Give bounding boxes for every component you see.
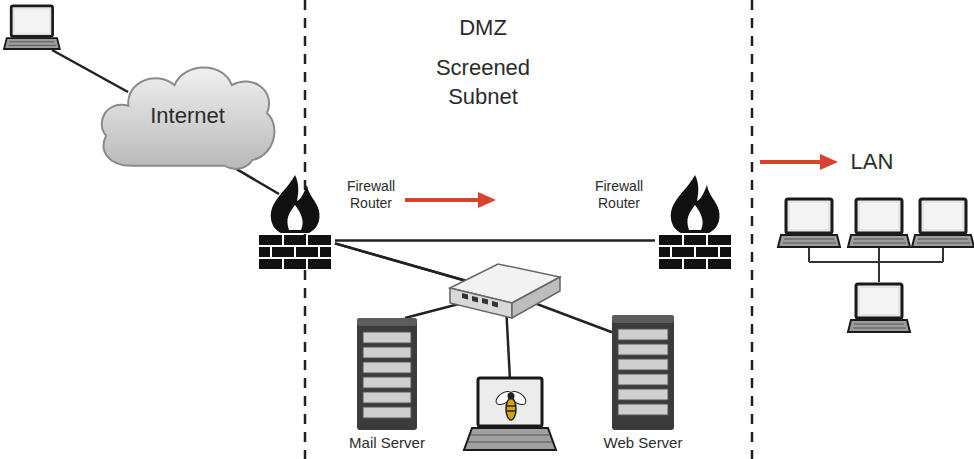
- device-label: Firewall Router: [587, 178, 651, 212]
- device-label: Web Server: [604, 434, 683, 452]
- honeypot-laptop: [464, 378, 556, 450]
- network-switch: [450, 264, 560, 318]
- flow-arrow: [405, 192, 496, 208]
- server-icon: [357, 318, 417, 430]
- cloud-label: Internet: [150, 103, 225, 129]
- zone-subtitle: Screened Subnet: [398, 54, 568, 111]
- zone-title: LAN: [842, 148, 902, 177]
- zone-title: DMZ: [403, 14, 563, 43]
- network-link: [335, 243, 612, 332]
- zone-divider: [751, 0, 754, 459]
- firewall-icon: [659, 175, 731, 269]
- network-link: [335, 239, 655, 242]
- text-holder: Internet: [95, 55, 280, 177]
- lan-computer: [848, 199, 910, 247]
- firewall-icon: [259, 175, 331, 269]
- device-label: Mail Server: [349, 434, 425, 452]
- firewall-node: Firewall Router: [655, 175, 735, 270]
- flow-arrow: [760, 154, 838, 170]
- cloud-node: Internet: [95, 55, 280, 177]
- network-link: [52, 50, 128, 92]
- lan-computer: [848, 284, 910, 332]
- lan-wiring: [809, 248, 943, 282]
- laptop-icon: [4, 6, 60, 49]
- lan-computer: [912, 199, 974, 247]
- server-icon: [612, 315, 674, 430]
- lan-computer: [778, 199, 840, 247]
- cloud-outline: [102, 67, 275, 168]
- firewall-node: Firewall Router: [255, 175, 335, 270]
- server-node: Mail Server: [357, 318, 417, 430]
- server-node: Web Server: [612, 315, 674, 430]
- device-label: Firewall Router: [339, 178, 403, 212]
